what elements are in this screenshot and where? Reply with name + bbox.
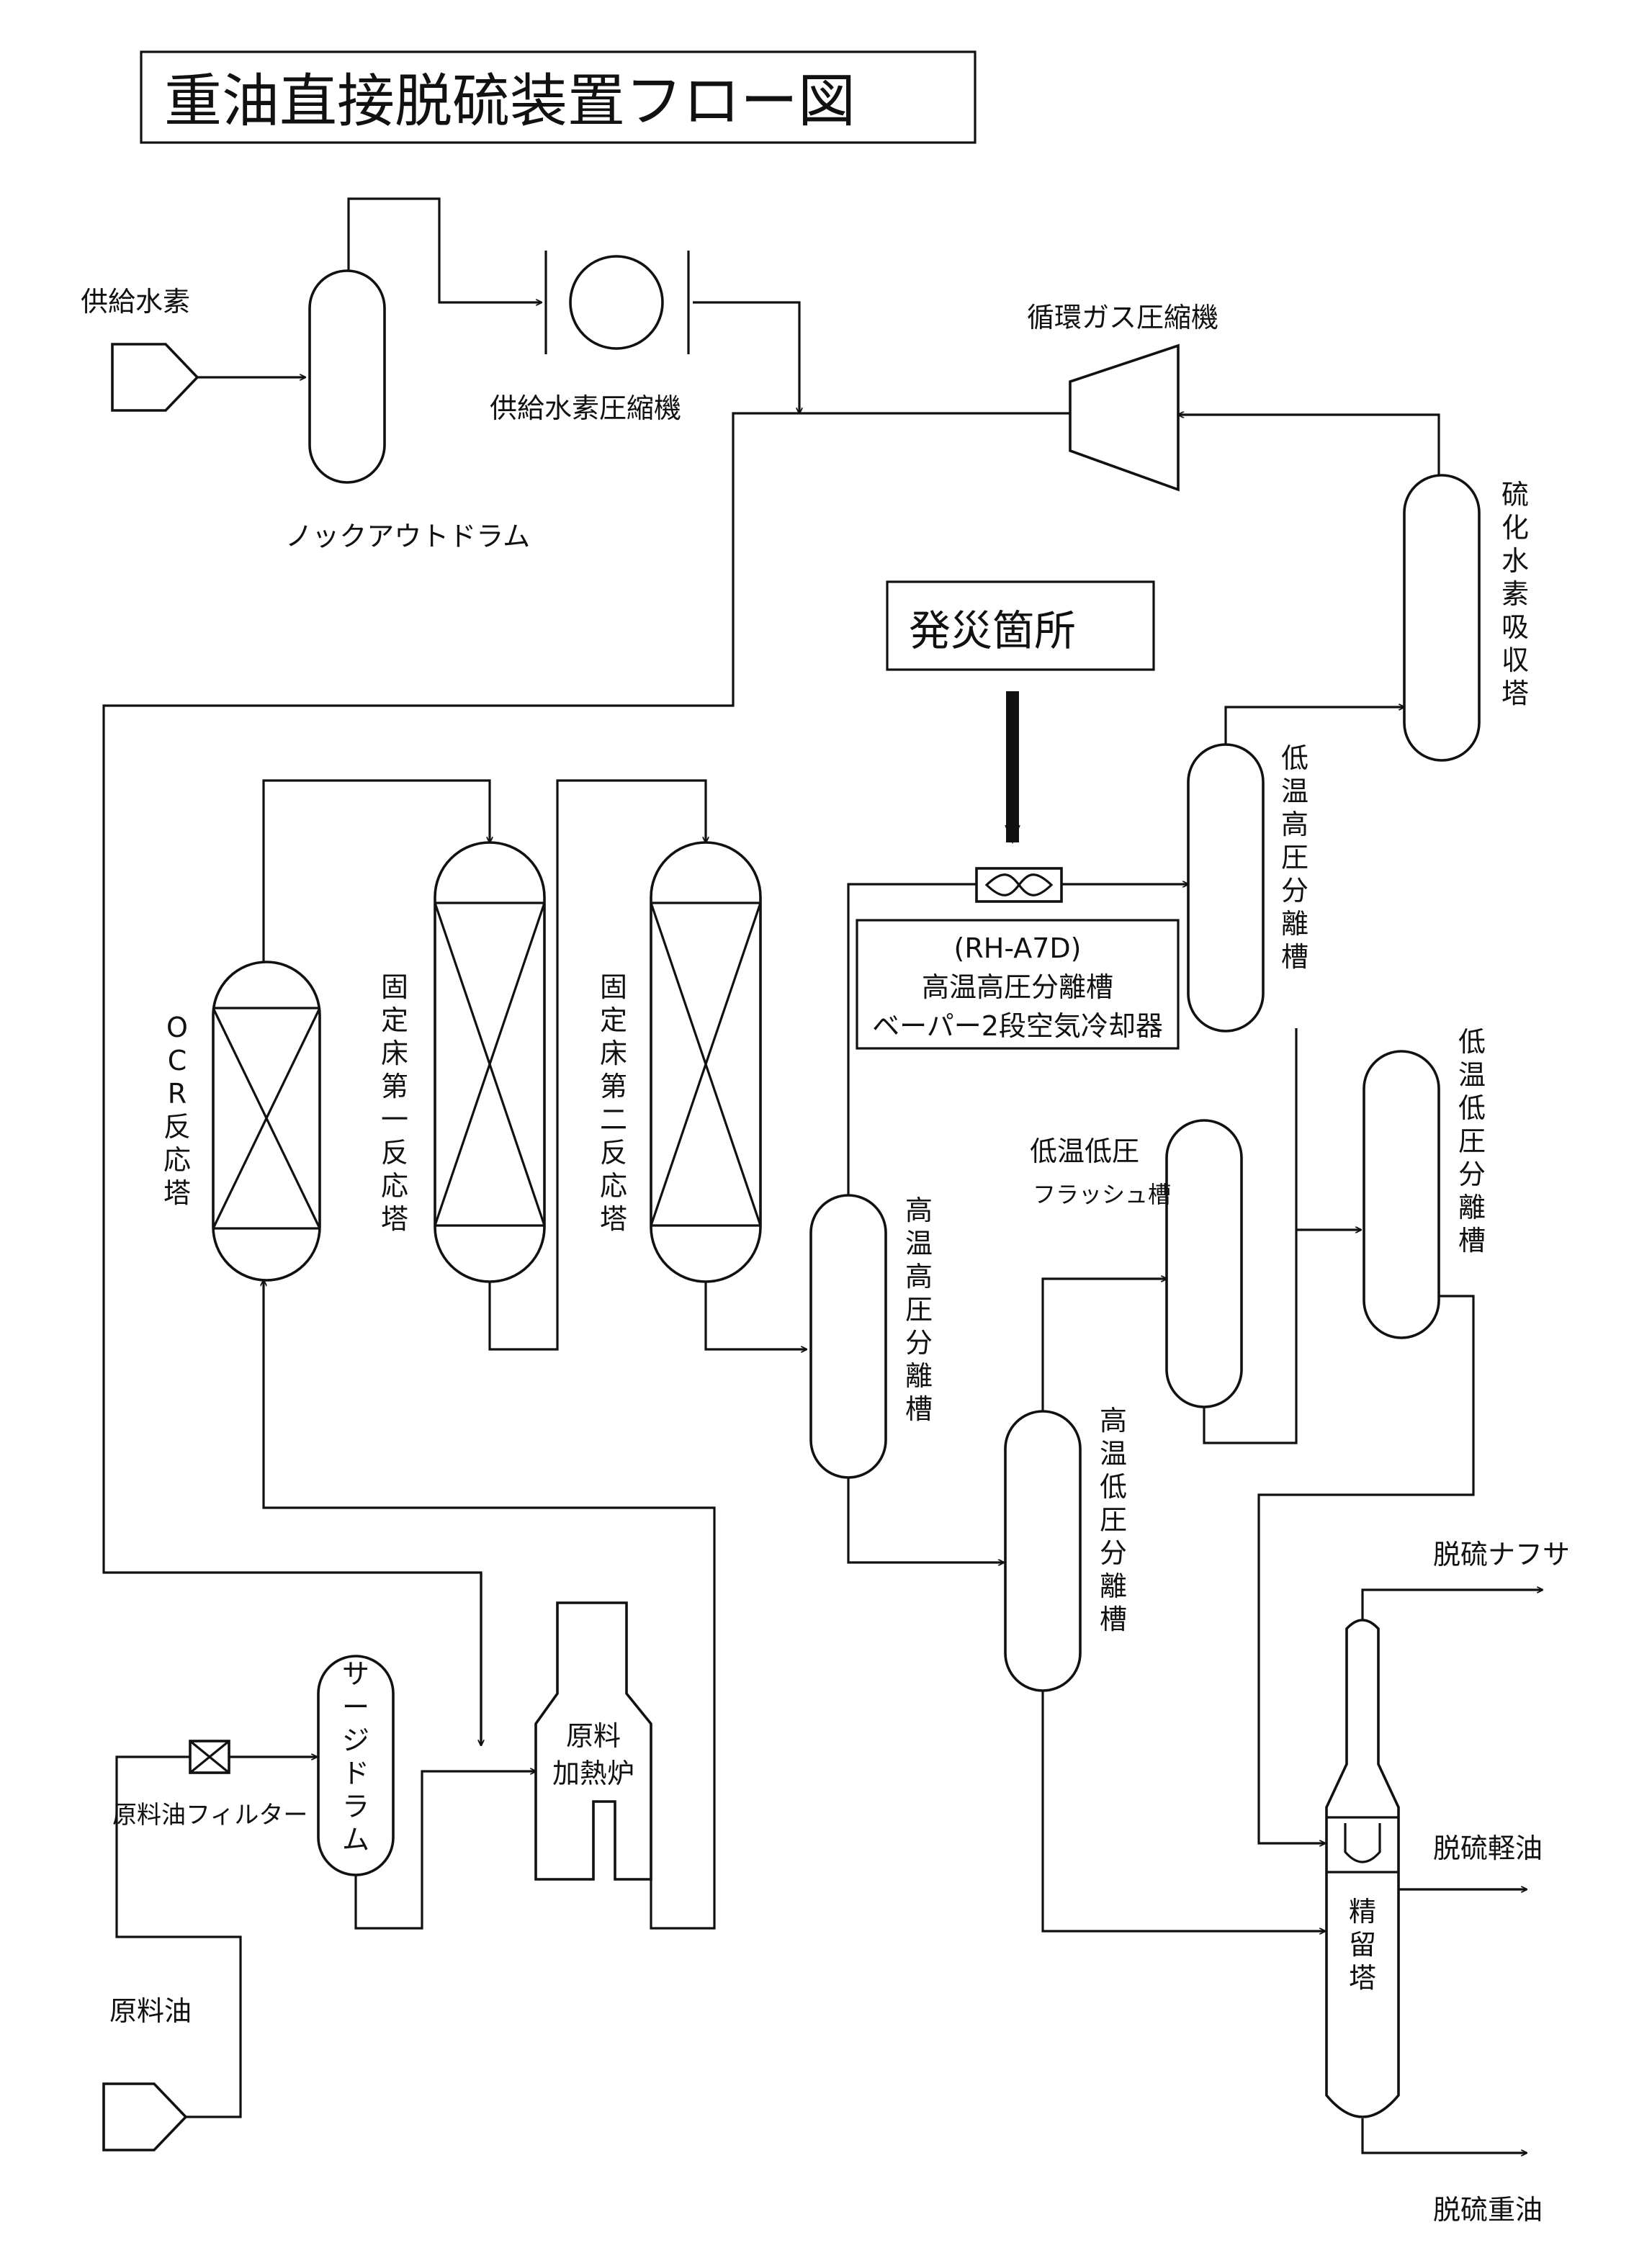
lt-lp-flash-drum <box>1165 1119 1243 1408</box>
feed-oil-filter <box>189 1740 230 1774</box>
desulf-light-oil-label: 脱硫軽油 <box>1433 1832 1543 1864</box>
cooler-label-box <box>856 919 1180 1050</box>
fractionator <box>1325 1619 1400 2118</box>
feed-oil-label: 原料油 <box>109 1995 192 2027</box>
cooler-label-line1: (RH-A7D) <box>954 932 1082 964</box>
title-frame <box>140 50 977 144</box>
feed-oil-source <box>102 2082 188 2151</box>
feed-oil-filter-label: 原料油フィルター <box>112 1801 307 1830</box>
ocr-reactor <box>212 961 321 1282</box>
ht-lp-separator <box>1004 1410 1082 1692</box>
lt-lp-separator-label: 低温低圧分離槽 <box>1458 1026 1486 1256</box>
feed-heater-label-2: 加熱炉 <box>552 1758 634 1789</box>
surge-drum-label: サージドラム <box>342 1658 369 1856</box>
fixed-bed-reactor-1 <box>434 841 546 1283</box>
knockout-drum <box>308 269 386 484</box>
incident-frame <box>886 580 1155 671</box>
cooler-label-line2: 高温高圧分離槽 <box>922 971 1113 1003</box>
fractionator-label: 精留塔 <box>1349 1896 1376 1994</box>
supply-h2-compressor <box>544 251 690 354</box>
fixed-bed-reactor-2 <box>650 841 762 1283</box>
incident-label: 発災箇所 <box>909 606 1076 655</box>
ht-hp-separator <box>809 1194 887 1479</box>
ht-hp-separator-label: 高温高圧分離槽 <box>905 1195 933 1425</box>
lt-lp-flash-label-1: 低温低圧 <box>1030 1136 1139 1167</box>
feed-heater-label-1: 原料 <box>566 1720 621 1752</box>
fixed-bed-2-label: 固定床第二反応塔 <box>600 971 627 1235</box>
fixed-bed-1-label: 固定床第一反応塔 <box>381 971 408 1235</box>
cooler-label-line3: ベーパー2段空気冷却器 <box>872 1010 1163 1042</box>
desulf-heavy-oil-label: 脱硫重油 <box>1433 2194 1543 2226</box>
knockout-drum-label: ノックアウトドラム <box>285 521 530 552</box>
desulf-naphtha-label: 脱硫ナフサ <box>1433 1539 1570 1570</box>
lt-lp-flash-label-2: フラッシュ槽 <box>1033 1181 1171 1208</box>
supply-h2-compressor-label: 供給水素圧縮機 <box>490 392 681 424</box>
h2s-absorber <box>1403 474 1481 762</box>
recycle-gas-compressor <box>1069 343 1180 492</box>
lt-lp-separator <box>1363 1050 1440 1339</box>
feed-heater <box>534 1601 652 1881</box>
lt-hp-separator-label: 低温高圧分離槽 <box>1281 742 1308 973</box>
process-lines <box>102 197 1543 2153</box>
lt-hp-separator <box>1187 743 1265 1033</box>
page-title: 重油直接脱硫装置フロー図 <box>164 68 856 135</box>
supply-hydrogen-label: 供給水素 <box>81 286 190 318</box>
ht-lp-separator-label: 高温低圧分離槽 <box>1100 1405 1127 1635</box>
h2s-absorber-label: 硫化水素吸収塔 <box>1501 479 1529 709</box>
supply-hydrogen-source <box>111 343 199 412</box>
recycle-gas-compressor-label: 循環ガス圧縮機 <box>1027 302 1218 333</box>
air-cooler <box>975 867 1063 903</box>
surge-drum <box>317 1655 395 1876</box>
